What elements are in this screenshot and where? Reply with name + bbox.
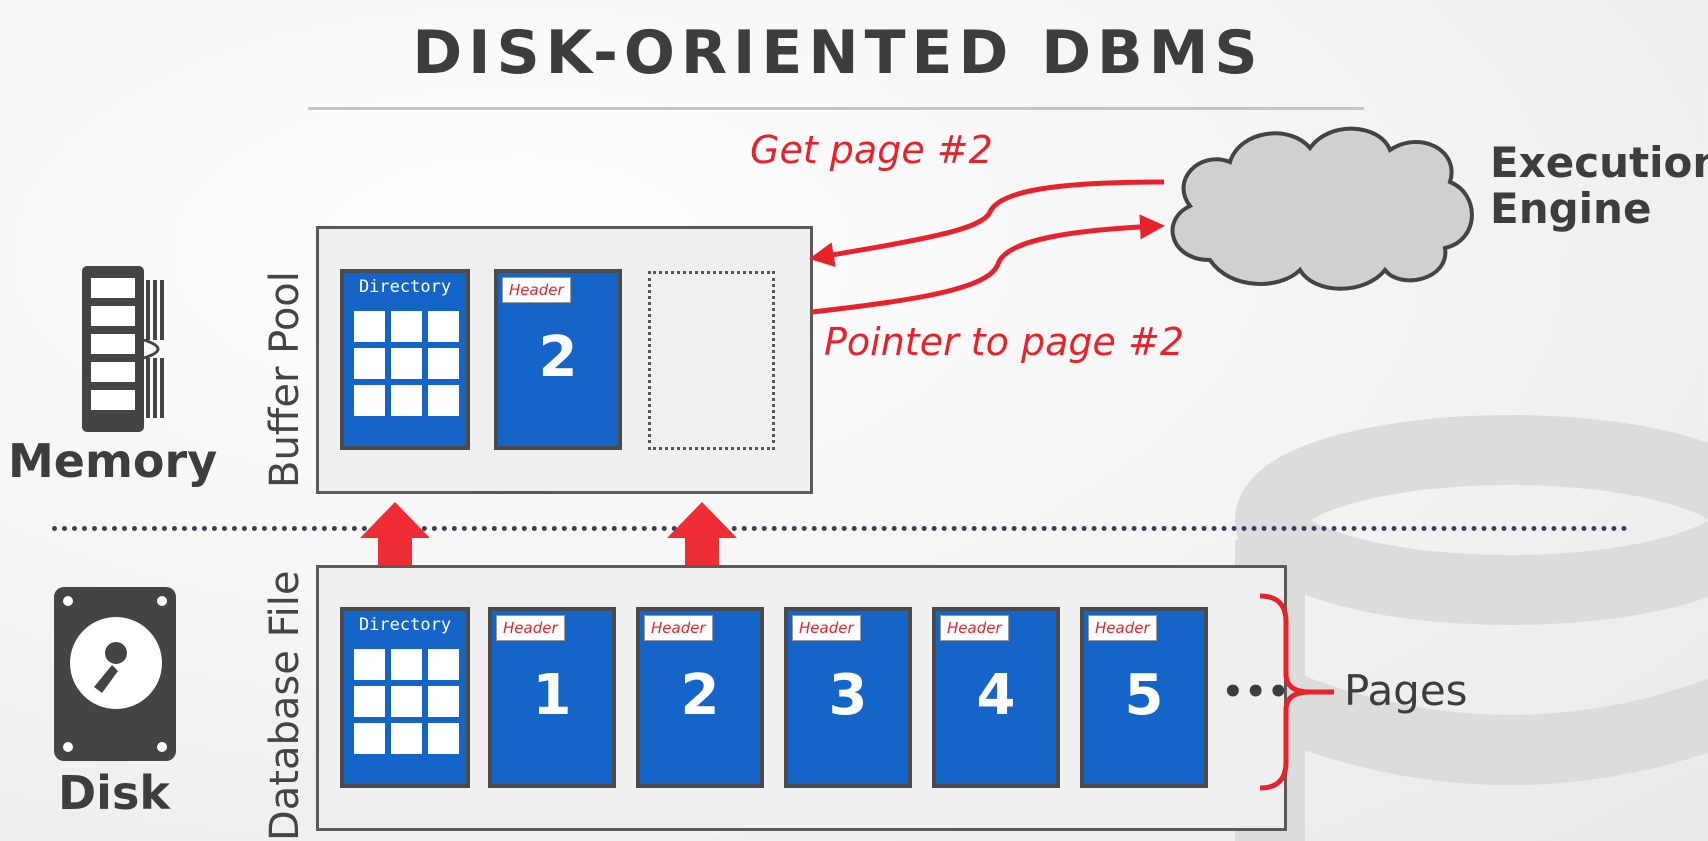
disk-page-2[interactable]: Header 2 xyxy=(636,607,764,788)
page-header-label: Header xyxy=(644,615,713,641)
pointer-label: Pointer to page #2 xyxy=(824,320,1185,364)
title-rule xyxy=(308,107,1364,110)
load-arrow-directory xyxy=(360,502,430,590)
directory-label: Directory xyxy=(358,277,452,297)
request-arrows xyxy=(809,179,1165,315)
disk-page-4[interactable]: Header 4 xyxy=(932,607,1060,788)
pages-label: Pages xyxy=(1344,666,1468,715)
cloud-icon xyxy=(1170,126,1474,291)
buffer-page-2[interactable]: Header 2 xyxy=(494,269,622,450)
disk-label: Disk xyxy=(58,766,170,820)
directory-label: Directory xyxy=(358,615,452,635)
disk-directory-page[interactable]: Directory xyxy=(340,607,470,788)
page-number: 4 xyxy=(976,663,1016,728)
page-number: 2 xyxy=(680,663,720,728)
load-arrow-page-2 xyxy=(667,502,737,590)
page-header-label: Header xyxy=(502,277,571,303)
more-pages-ellipsis: ••• xyxy=(1222,672,1291,712)
page-header-label: Header xyxy=(1088,615,1157,641)
empty-buffer-slot xyxy=(648,271,775,450)
get-page-arrow xyxy=(809,179,1165,267)
ram-chip-icon xyxy=(82,266,164,432)
page-header-label: Header xyxy=(792,615,861,641)
page-number: 1 xyxy=(532,663,572,728)
page-title: DISK-ORIENTED DBMS xyxy=(412,18,1264,88)
execution-engine-line2: Engine xyxy=(1490,184,1652,233)
database-file-label: Database File xyxy=(262,570,308,841)
get-page-label: Get page #2 xyxy=(750,128,993,172)
page-number: 2 xyxy=(538,325,578,390)
page-header-label: Header xyxy=(940,615,1009,641)
memory-label: Memory xyxy=(8,434,218,488)
buffer-directory-page[interactable]: Directory xyxy=(340,269,470,450)
directory-grid xyxy=(354,311,459,416)
disk-page-3[interactable]: Header 3 xyxy=(784,607,912,788)
buffer-pool-label: Buffer Pool xyxy=(262,271,308,488)
disk-page-1[interactable]: Header 1 xyxy=(488,607,616,788)
page-number: 5 xyxy=(1124,663,1164,728)
directory-grid xyxy=(354,649,459,754)
disk-page-5[interactable]: Header 5 xyxy=(1080,607,1208,788)
memory-disk-divider xyxy=(52,526,1628,531)
execution-engine-label: Execution Engine xyxy=(1490,140,1708,232)
pages-brace xyxy=(1259,593,1334,791)
page-number: 3 xyxy=(828,663,868,728)
execution-engine-line1: Execution xyxy=(1490,138,1708,187)
pointer-arrow xyxy=(811,214,1165,315)
page-header-label: Header xyxy=(496,615,565,641)
hard-drive-icon xyxy=(54,587,176,761)
